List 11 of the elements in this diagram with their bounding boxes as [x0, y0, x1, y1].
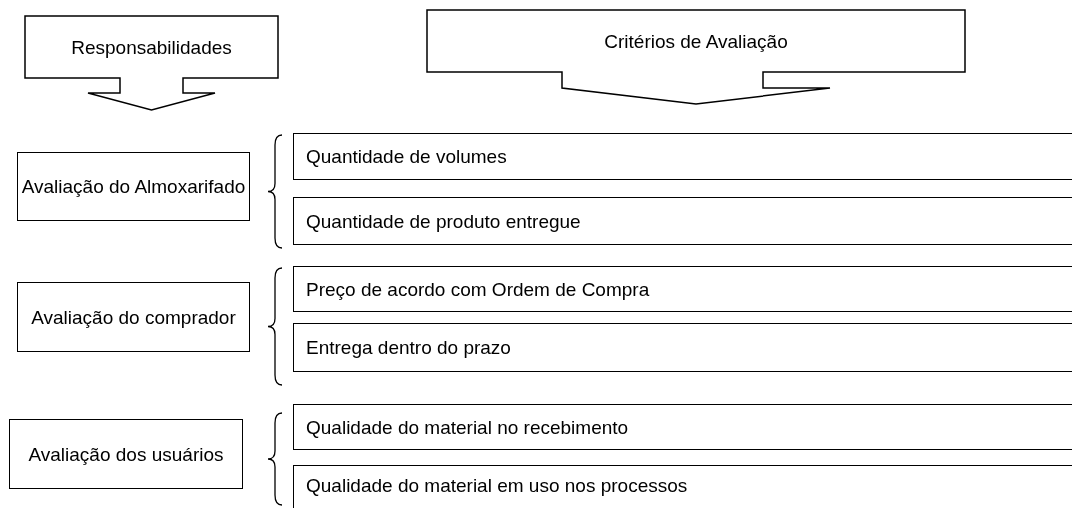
heading-label: Responsabilidades: [70, 36, 233, 59]
criterion-box: Quantidade de volumes: [293, 133, 1072, 180]
criterion-box: Qualidade do material em uso nos processos: [293, 465, 1072, 508]
responsibility-box: Avaliação dos usuários: [9, 419, 243, 489]
heading-label: Critérios de Avaliação: [603, 30, 789, 53]
criterion-box: Entrega dentro do prazo: [293, 323, 1072, 372]
criterion-box: Preço de acordo com Ordem de Compra: [293, 266, 1072, 312]
criterion-box: Qualidade do material no recebimento: [293, 404, 1072, 450]
responsibility-box: Avaliação do Almoxarifado: [17, 152, 250, 221]
responsibility-box: Avaliação do comprador: [17, 282, 250, 352]
criterion-box: Quantidade de produto entregue: [293, 197, 1072, 245]
